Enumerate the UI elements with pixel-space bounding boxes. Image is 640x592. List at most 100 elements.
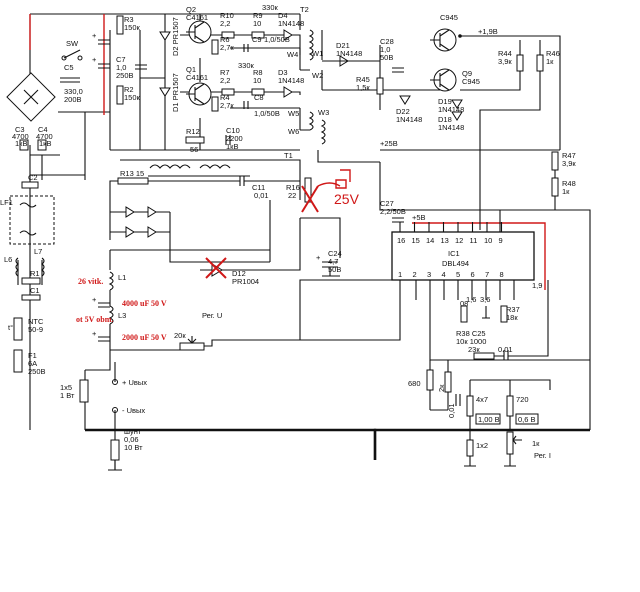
svg-text:1к: 1к — [562, 187, 570, 196]
svg-text:+: + — [92, 55, 97, 64]
c5-capacitor: C5 330,0 200В — [60, 63, 83, 104]
svg-text:C7: C7 — [116, 55, 126, 64]
right-resistors: +1,9В R44 3,9к R46 1к R47 3,9к R48 1к — [458, 27, 576, 232]
svg-text:10к 1000: 10к 1000 — [456, 337, 486, 346]
svg-text:Рег. I: Рег. I — [534, 451, 551, 460]
svg-text:D19: D19 — [438, 97, 452, 106]
svg-text:0,06: 0,06 — [124, 435, 139, 444]
output-terminals: 1х5 1 Вт + Uвых - Uвых шунт 0,06 10 Вт — [60, 350, 377, 471]
c3-value: 4700 — [12, 132, 29, 141]
svg-text:1,0/50В: 1,0/50В — [254, 109, 280, 118]
svg-text:L3: L3 — [118, 311, 126, 320]
sw-label: SW — [66, 39, 79, 48]
upper-drive-row: R10 2,2 R9 10 330к D4 1N4148 R6 2,7к C9 … — [211, 3, 304, 59]
t1-transformer: T1 — [120, 111, 314, 200]
svg-text:+5В: +5В — [412, 213, 426, 222]
svg-text:D21: D21 — [336, 41, 350, 50]
svg-text:Рег. U: Рег. U — [202, 311, 222, 320]
svg-text:2,7к: 2,7к — [220, 43, 234, 52]
output-inductors: L1 L3 26 vitk. 4000 uF 50 V ot 5V obm. 2… — [76, 250, 167, 350]
svg-text:+: + — [92, 31, 97, 40]
ic1-pin-number: 11 — [470, 236, 478, 245]
c2-label: C2 — [28, 173, 38, 182]
f1-unit: 250В — [28, 367, 46, 376]
svg-text:Q2: Q2 — [186, 5, 196, 14]
svg-text:0,6 В: 0,6 В — [518, 415, 536, 424]
note-26-turns: 26 vitk. — [78, 277, 103, 286]
svg-text:1,6: 1,6 — [466, 295, 476, 304]
svg-text:720: 720 — [516, 395, 529, 404]
svg-text:D3: D3 — [278, 68, 288, 77]
svg-text:R9: R9 — [253, 11, 263, 20]
svg-text:T2: T2 — [300, 5, 309, 14]
svg-text:+: + — [316, 253, 321, 262]
v06-box — [515, 413, 539, 425]
c4-capacitor — [37, 139, 47, 151]
lower-drive-row: R7 2,2 R8 10 330к D3 1N4148 R4 2,7к C8 1… — [211, 61, 304, 136]
note-2000uf: 2000 uF 50 V — [122, 333, 167, 342]
f1-value: 6А — [28, 359, 37, 368]
svg-text:150к: 150к — [124, 23, 141, 32]
r3-resistor: R3 150к — [116, 15, 141, 35]
l7-inductor — [41, 257, 45, 277]
svg-text:W2: W2 — [312, 71, 323, 80]
svg-text:C28: C28 — [380, 37, 394, 46]
svg-text:W6: W6 — [288, 127, 299, 136]
ic1-pin-number: 3 — [427, 270, 431, 279]
svg-text:C9: C9 — [252, 35, 262, 44]
ic1-pin-number: 15 — [412, 236, 420, 245]
note-from-5v: ot 5V obm. — [76, 315, 113, 324]
svg-text:C945: C945 — [462, 77, 480, 86]
caps-center-left: + + — [92, 31, 110, 69]
svg-text:10: 10 — [253, 19, 261, 28]
left-column: C3 C4 4700 4700 1кВ 1кВ C2 LF1 L6 L7 R1 … — [0, 125, 55, 376]
lf1-label: LF1 — [0, 198, 13, 207]
svg-text:50В: 50В — [328, 265, 341, 274]
svg-text:22: 22 — [288, 191, 296, 200]
svg-text:R4: R4 — [220, 93, 230, 102]
svg-text:1,5к: 1,5к — [356, 83, 370, 92]
svg-text:3,9к: 3,9к — [498, 57, 512, 66]
svg-text:L1: L1 — [118, 273, 126, 282]
svg-text:2,2: 2,2 — [220, 76, 230, 85]
svg-text:1N4148: 1N4148 — [336, 49, 362, 58]
svg-text:R38 C25: R38 C25 — [456, 329, 486, 338]
svg-text:шунт: шунт — [124, 427, 142, 436]
svg-text:2,7к: 2,7к — [220, 101, 234, 110]
ic1-pin-number: 13 — [441, 236, 449, 245]
svg-text:R6: R6 — [220, 35, 230, 44]
ic1-pin-number: 5 — [456, 270, 460, 279]
d12-diode: D12 PR1004 — [200, 218, 301, 286]
svg-text:2,2: 2,2 — [220, 19, 230, 28]
svg-text:- Uвых: - Uвых — [122, 406, 145, 415]
svg-text:0,01: 0,01 — [447, 403, 456, 418]
ic1-pin-number: 4 — [442, 270, 446, 279]
c1-label: C1 — [30, 286, 40, 295]
svg-text:+: + — [92, 295, 97, 304]
ic1-pin-number: 16 — [397, 236, 405, 245]
svg-text:1,0: 1,0 — [380, 45, 390, 54]
svg-text:2200: 2200 — [226, 134, 243, 143]
sw-switch: SW — [61, 39, 83, 61]
svg-text:R47: R47 — [562, 151, 576, 160]
svg-text:3,6: 3,6 — [480, 295, 490, 304]
ic1-pin-number: 10 — [484, 236, 492, 245]
svg-text:R8: R8 — [253, 68, 263, 77]
ntc-label: NTC — [28, 317, 44, 326]
v100-box — [475, 413, 501, 425]
svg-text:R10: R10 — [220, 11, 234, 20]
q8-transistor: C945 — [430, 13, 458, 52]
svg-text:D18: D18 — [438, 115, 452, 124]
svg-text:R45: R45 — [356, 75, 370, 84]
svg-text:DBL494: DBL494 — [442, 259, 469, 268]
svg-text:C11: C11 — [252, 183, 265, 192]
c4-value: 4700 — [36, 132, 53, 141]
svg-text:W5: W5 — [288, 109, 299, 118]
ntc-t: t° — [8, 323, 13, 332]
r2-resistor: R2 150к — [116, 85, 141, 105]
svg-text:0.01: 0.01 — [498, 345, 513, 354]
svg-text:+25В: +25В — [380, 139, 398, 148]
bridge-rectifier — [6, 72, 56, 122]
svg-text:R13 15: R13 15 — [120, 169, 144, 178]
svg-text:250В: 250В — [116, 71, 134, 80]
